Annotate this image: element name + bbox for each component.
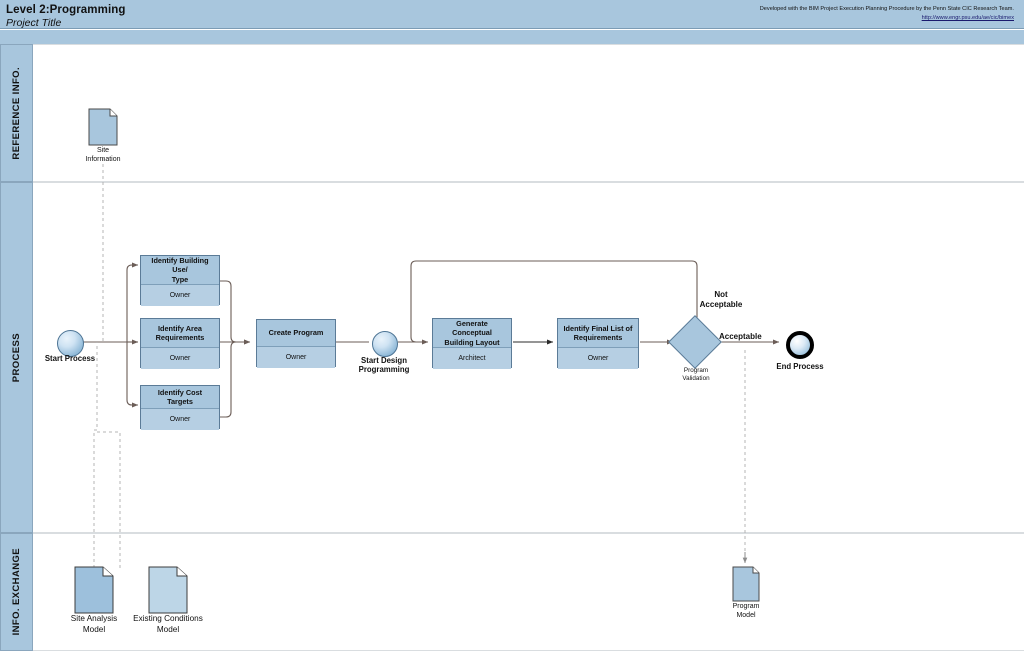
event-end-process[interactable] xyxy=(786,331,814,359)
lane-header-process: PROCESS xyxy=(0,182,33,533)
lane-label-info-exchange: INFO. EXCHANGE xyxy=(11,548,22,636)
lane-header-reference-info: REFERENCE INFO. xyxy=(0,44,33,182)
task-role: Owner xyxy=(141,348,219,369)
task-title: Identify Cost Targets xyxy=(157,387,203,406)
project-title: Project Title xyxy=(6,17,62,29)
task-create-program[interactable]: Create Program Owner xyxy=(256,319,336,368)
lane-header-info-exchange: INFO. EXCHANGE xyxy=(0,533,33,651)
flow-label-not-acceptable: Not Acceptable xyxy=(699,290,743,309)
task-identify-cost-targets[interactable]: Identify Cost Targets Owner xyxy=(140,385,220,430)
document-site-information[interactable]: Site Information xyxy=(85,108,121,163)
task-divider xyxy=(141,347,219,348)
document-label: Program Model xyxy=(732,603,760,620)
lane-label-reference-info: REFERENCE INFO. xyxy=(11,66,22,160)
task-divider xyxy=(257,346,335,347)
header-subband xyxy=(0,29,1024,45)
lane-body-reference-info xyxy=(33,44,1024,182)
task-title: Identify Area Requirements xyxy=(155,323,205,342)
credit-link[interactable]: http://www.engr.psu.edu/ae/cic/bimex xyxy=(921,15,1014,21)
event-start-process[interactable] xyxy=(57,330,84,357)
document-label: Site Analysis Model xyxy=(70,614,118,634)
task-divider xyxy=(558,347,638,348)
task-role: Owner xyxy=(141,285,219,306)
task-role: Owner xyxy=(141,409,219,430)
task-generate-conceptual-building-layout[interactable]: Generate Conceptual Building Layout Arch… xyxy=(432,318,512,369)
page-title: Level 2:Programming xyxy=(6,4,126,16)
document-label: Existing Conditions Model xyxy=(133,614,203,634)
document-program-model[interactable]: Program Model xyxy=(732,566,760,619)
task-title: Identify Building Use/ Type xyxy=(151,256,209,284)
event-start-design-programming[interactable] xyxy=(372,331,398,357)
document-existing-conditions-model[interactable]: Existing Conditions Model xyxy=(133,566,203,634)
task-identify-building-use-type[interactable]: Identify Building Use/ Type Owner xyxy=(140,255,220,306)
document-site-analysis-model[interactable]: Site Analysis Model xyxy=(71,566,117,634)
task-title: Create Program xyxy=(268,328,324,338)
task-identify-final-list-of-requirements[interactable]: Identify Final List of Requirements Owne… xyxy=(557,318,639,369)
document-icon xyxy=(88,108,118,146)
task-divider xyxy=(141,408,219,409)
task-role: Architect xyxy=(433,348,511,369)
task-divider xyxy=(433,347,511,348)
event-start-design-programming-label: Start Design Programming xyxy=(358,356,410,375)
task-title: Identify Final List of Requirements xyxy=(563,323,633,342)
task-role: Owner xyxy=(558,348,638,369)
event-start-process-label: Start Process xyxy=(44,354,96,363)
document-icon xyxy=(148,566,188,614)
document-label: Site Information xyxy=(85,147,121,164)
flow-label-acceptable: Acceptable xyxy=(719,332,762,341)
lane-label-process: PROCESS xyxy=(11,332,22,383)
task-divider xyxy=(141,284,219,285)
task-role: Owner xyxy=(257,347,335,368)
header-band xyxy=(0,0,1024,29)
task-title: Generate Conceptual Building Layout xyxy=(444,319,500,347)
document-icon xyxy=(732,566,760,602)
document-icon xyxy=(74,566,114,614)
gateway-program-validation-label: Program Validation xyxy=(682,367,710,382)
credit-text: Developed with the BIM Project Execution… xyxy=(759,6,1014,12)
event-end-process-label: End Process xyxy=(776,362,824,371)
lane-body-info-exchange xyxy=(33,533,1024,651)
task-identify-area-requirements[interactable]: Identify Area Requirements Owner xyxy=(140,318,220,369)
